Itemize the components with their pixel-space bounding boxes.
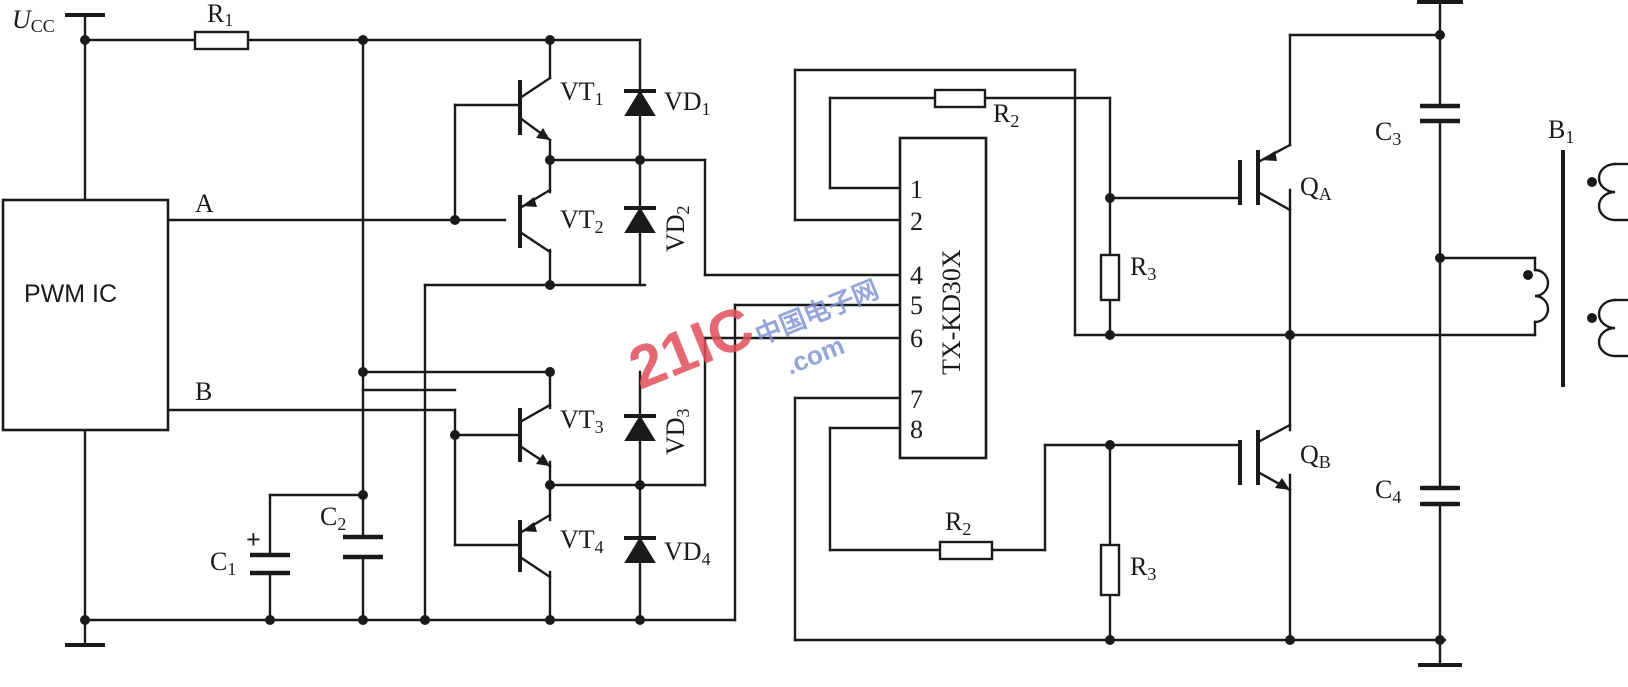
labels: UCC R1 A B PWM IC VT1 VT2 VT3 VT4 VD1 VD… — [12, 0, 1574, 584]
pwm-ic-box — [1, 198, 170, 432]
label-b1: B1 — [1548, 115, 1574, 147]
capacitor-c3 — [1420, 103, 1460, 124]
diode-vd3 — [624, 414, 656, 441]
pin-6: 6 — [910, 324, 923, 353]
resistor-r2-bottom — [938, 540, 994, 561]
transformer-b1 — [1523, 150, 1628, 387]
resistor-r3-top — [1099, 253, 1121, 302]
pin-5: 5 — [910, 291, 923, 320]
label-ucc: UCC — [12, 5, 55, 36]
label-vt4: VT4 — [560, 525, 604, 557]
watermark-logo: 21IC — [620, 292, 763, 402]
label-vd4: VD4 — [664, 537, 711, 569]
pin-1: 1 — [910, 175, 923, 204]
transistor-vt4 — [518, 513, 552, 579]
label-c1-plus: + — [246, 525, 261, 554]
label-c3: C3 — [1375, 117, 1401, 149]
label-c2: C2 — [320, 502, 346, 534]
driver-ic-box — [898, 136, 988, 460]
label-vd3: VD3 — [661, 408, 693, 455]
igbt-qa — [1238, 143, 1292, 212]
diode-vd1 — [624, 89, 656, 116]
label-vt1: VT1 — [560, 77, 604, 109]
label-b: B — [195, 377, 212, 406]
transistor-vt2 — [518, 188, 552, 254]
diode-vd4 — [624, 536, 656, 563]
resistor-r3-bottom — [1099, 543, 1121, 597]
label-driver-ic: TX-KD30X — [937, 249, 966, 375]
label-r3-bottom: R3 — [1130, 552, 1156, 584]
capacitor-c2 — [343, 534, 383, 560]
label-r3-top: R3 — [1130, 252, 1156, 284]
pin-7: 7 — [910, 385, 923, 414]
transistor-vt1 — [518, 76, 552, 142]
label-qb: QB — [1300, 440, 1331, 472]
capacitor-c4 — [1420, 485, 1460, 507]
transistor-vt3 — [518, 403, 552, 468]
label-r1: R1 — [207, 0, 233, 30]
label-r2-top: R2 — [993, 99, 1019, 131]
label-r2-bottom: R2 — [945, 507, 971, 539]
resistor-r2-top — [933, 88, 987, 109]
label-vd1: VD1 — [664, 87, 711, 119]
pin-2: 2 — [910, 207, 923, 236]
junction-dots — [80, 30, 1445, 645]
wiring — [65, 0, 1537, 667]
label-vd2: VD2 — [661, 205, 693, 252]
label-a: A — [195, 189, 214, 218]
label-qa: QA — [1300, 172, 1332, 204]
pin-8: 8 — [910, 415, 923, 444]
label-c4: C4 — [1375, 475, 1401, 507]
igbt-qb — [1238, 423, 1292, 492]
label-pwm-ic: PWM IC — [24, 280, 117, 308]
label-vt2: VT2 — [560, 205, 604, 237]
resistor-r1 — [193, 30, 250, 51]
pin-4: 4 — [910, 261, 923, 290]
capacitor-c1 — [250, 552, 290, 576]
label-c1: C1 — [210, 547, 236, 579]
diode-vd2 — [624, 206, 656, 233]
label-vt3: VT3 — [560, 405, 604, 437]
